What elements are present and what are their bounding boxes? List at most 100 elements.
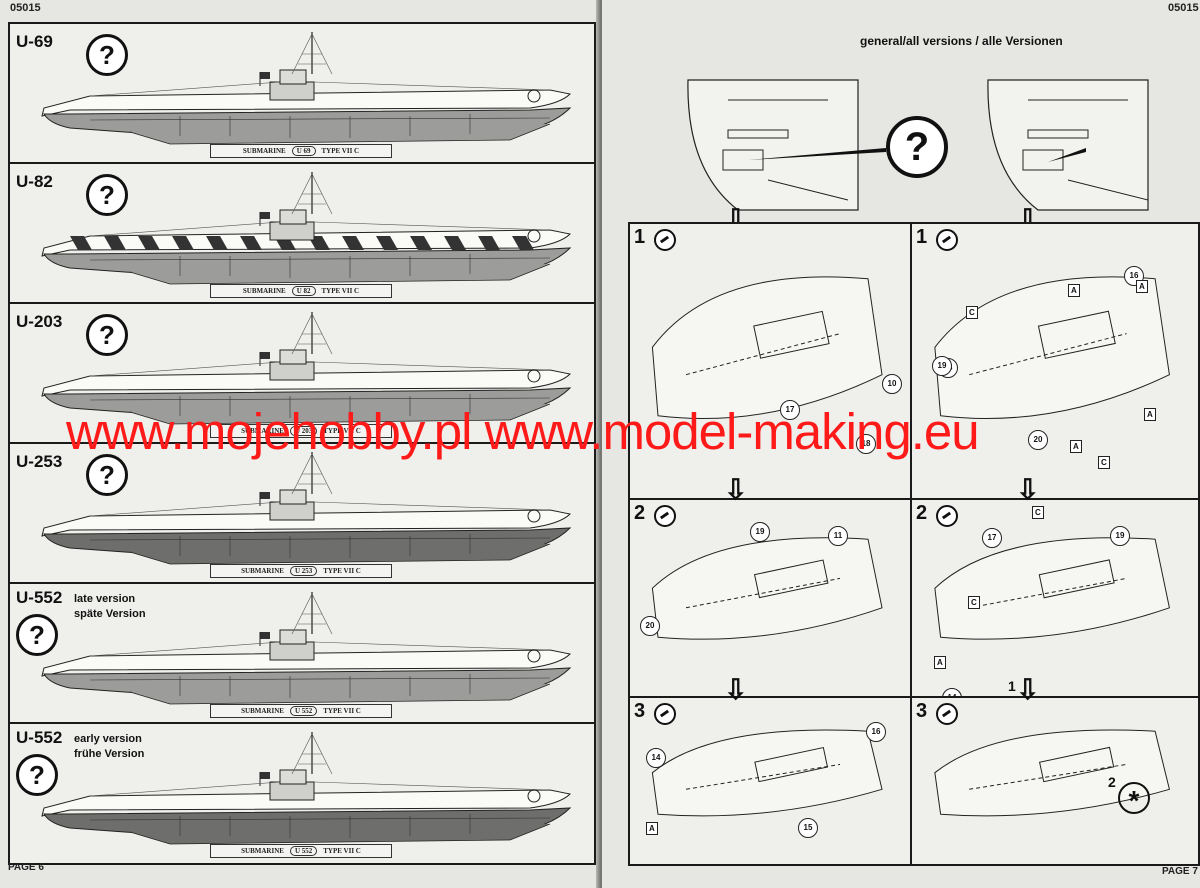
nameplate-prefix: SUBMARINE	[241, 707, 284, 715]
nameplate-prefix: SUBMARINE	[242, 147, 286, 155]
hull-detail-illustration	[687, 79, 1149, 211]
assembly-drawing	[934, 276, 1170, 420]
part-callout: 16	[866, 722, 886, 742]
attachment-flag: C	[968, 596, 980, 609]
nameplate-suffix: TYPE VII C	[321, 287, 360, 295]
assembly-drawing	[651, 276, 883, 420]
assembly-drawing	[651, 537, 883, 640]
glue-icon	[936, 703, 958, 725]
submarine-panel: U-82 ? SUBMA	[8, 162, 596, 305]
sub-assembly-label: 1	[1008, 678, 1016, 694]
nameplate-number: U 552	[289, 846, 318, 856]
nameplate-number: U 552	[289, 706, 318, 716]
submarine-panel: U-253 ? SUBM	[8, 442, 596, 585]
glue-icon	[654, 505, 676, 527]
submarine-silhouette	[41, 172, 572, 285]
page-number: PAGE 6	[8, 862, 44, 873]
attachment-flag: C	[966, 306, 978, 319]
part-callout: 11	[828, 526, 848, 546]
part-callout: 15	[798, 818, 818, 838]
assembly-drawing	[934, 729, 1171, 817]
part-callout: 14	[646, 748, 666, 768]
attachment-flag: A	[1136, 280, 1148, 293]
down-arrow-icon: ⇩	[1016, 674, 1040, 705]
submarine-nameplate: SUBMARINE U 552 TYPE VII C	[210, 704, 392, 718]
down-arrow-icon: ⇩	[1016, 474, 1040, 505]
question-mark-icon: ?	[86, 174, 128, 216]
general-versions-header: general/all versions / alle Versionen	[860, 34, 1063, 48]
asterisk-icon: *	[1118, 782, 1150, 816]
submarine-nameplate: SUBMARINE U 203 TYPE VII C	[210, 424, 392, 438]
question-mark-icon: ?	[16, 754, 58, 796]
nameplate-suffix: TYPE VII C	[323, 567, 361, 575]
page-gutter	[596, 0, 606, 888]
question-mark-icon: ?	[86, 314, 128, 356]
attachment-flag: C	[1098, 456, 1110, 469]
attachment-flag: A	[1068, 284, 1080, 297]
part-callout: 19	[1110, 526, 1130, 546]
sub-assembly-label: 2	[1108, 774, 1116, 790]
page-number-right: PAGE 7	[1162, 866, 1198, 877]
question-mark-icon: ?	[86, 454, 128, 496]
submarine-nameplate: SUBMARINE U 82 TYPE VII C	[210, 284, 392, 298]
step-number: 3	[634, 700, 646, 722]
assembly-drawing	[651, 729, 883, 817]
submarine-silhouette	[41, 32, 572, 145]
page-code-right: 05015	[1168, 2, 1199, 14]
question-mark-icon: ?	[16, 614, 58, 656]
version-note-de: frühe Version	[74, 748, 145, 760]
nameplate-suffix: TYPE VII C	[323, 847, 361, 855]
submarine-panel: U-203 ? SUBM	[8, 302, 596, 445]
nameplate-suffix: TYPE VII C	[321, 147, 360, 155]
submarine-silhouette	[41, 592, 572, 705]
part-callout: 17	[780, 400, 800, 420]
page-code: 05015	[10, 2, 41, 14]
question-mark-icon: ?	[86, 34, 128, 76]
nameplate-number: U 69	[291, 146, 316, 156]
submarine-silhouette	[41, 312, 572, 425]
part-callout: 19	[932, 356, 952, 376]
step-number: 1	[916, 226, 928, 248]
assembly-step-panel: 3 16 14 15 A	[628, 696, 912, 866]
submarine-label: U-69	[16, 32, 53, 51]
down-arrow-icon: ⇩	[724, 474, 748, 505]
attachment-flag: A	[646, 822, 658, 835]
submarine-label: U-552	[16, 728, 63, 747]
assembly-step-panel: 1 16181920AAAACC	[910, 222, 1200, 500]
nameplate-prefix: SUBMARINE	[241, 847, 284, 855]
nameplate-prefix: SUBMARINE	[242, 287, 286, 295]
submarine-label: U-203	[16, 312, 63, 331]
submarine-silhouette	[41, 732, 572, 845]
left-page: 05015 U-69 ?	[0, 0, 598, 888]
submarine-label: U-82	[16, 172, 53, 191]
step-number: 3	[916, 700, 928, 722]
assembly-step-panel: 2 171914CCA1	[910, 498, 1200, 698]
part-callout: 20	[1028, 430, 1048, 450]
step-number: 2	[634, 502, 646, 524]
version-note-en: late version	[74, 593, 136, 605]
glue-icon	[654, 229, 676, 251]
submarine-nameplate: SUBMARINE U 69 TYPE VII C	[210, 144, 392, 158]
attachment-flag: A	[1144, 408, 1156, 421]
submarine-panel: U-69 ? SUBMA	[8, 22, 596, 165]
part-callout: 18	[856, 434, 876, 454]
part-callout: 19	[750, 522, 770, 542]
glue-icon	[936, 505, 958, 527]
question-mark-icon: ?	[886, 116, 948, 178]
submarine-silhouette	[41, 452, 572, 565]
submarine-label: U-253	[16, 452, 63, 471]
nameplate-suffix: TYPE VII C	[323, 707, 361, 715]
assembly-drawing	[934, 537, 1170, 640]
part-callout: 17	[982, 528, 1002, 548]
nameplate-number: U 82	[291, 286, 316, 296]
attachment-flag: C	[1032, 506, 1044, 519]
nameplate-number: U 253	[289, 566, 318, 576]
part-callout: 10	[882, 374, 902, 394]
attachment-flag: A	[934, 656, 946, 669]
assembly-step-panel: 3 2*	[910, 696, 1200, 866]
